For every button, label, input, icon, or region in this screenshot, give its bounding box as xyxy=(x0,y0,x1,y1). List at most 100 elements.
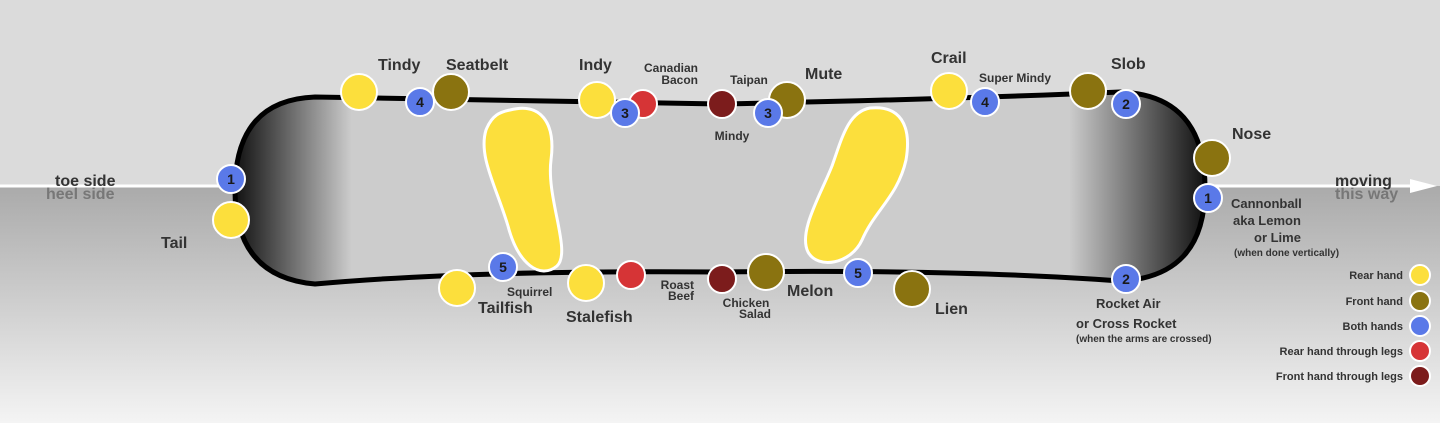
grab-label: Melon xyxy=(787,283,833,300)
grab-super-mindy: 4 Super Mindy xyxy=(970,71,1051,117)
grab-marker-rear-hand xyxy=(438,269,476,307)
legend-swatch xyxy=(1409,264,1431,286)
grab-label-line-1: Cannonball xyxy=(1231,196,1302,211)
front-foot-icon xyxy=(804,106,909,264)
grab-melon: Melon xyxy=(747,253,833,300)
grab-marker-both-hands xyxy=(1111,89,1141,119)
grab-label-line-3: or Lime xyxy=(1254,230,1301,245)
grab-marker-front-hand-through-legs xyxy=(707,89,737,119)
grab-tindy-number: 4 xyxy=(405,87,435,117)
legend-swatch xyxy=(1409,290,1431,312)
grab-number: 3 xyxy=(764,105,772,121)
grab-chicken-salad: Chicken Salad xyxy=(707,264,771,321)
grab-label: Lien xyxy=(935,301,968,318)
grab-label: Seatbelt xyxy=(446,57,509,74)
grab-roast-beef: Roast Beef xyxy=(616,260,695,303)
grab-marker-both-hands xyxy=(405,87,435,117)
legend-label: Both hands xyxy=(1343,321,1404,333)
grab-marker-rear-hand xyxy=(930,72,968,110)
grab-label-line-2: or Cross Rocket xyxy=(1076,316,1177,331)
grab-marker-front-hand xyxy=(747,253,785,291)
grab-number: 3 xyxy=(621,105,629,121)
grab-number: 1 xyxy=(227,171,235,187)
grab-rocket-air: 2 Rocket Air or Cross Rocket (when the a… xyxy=(1076,264,1212,345)
legend-swatch xyxy=(1409,315,1431,337)
grab-mindy: 3 Mindy xyxy=(715,98,783,143)
grab-markers: Tindy 4 Seatbelt Indy Canadian Bacon 3 T… xyxy=(161,50,1339,345)
grab-tail: Tail xyxy=(161,201,250,252)
arrow-right-icon xyxy=(1410,179,1437,193)
grab-tail-number: 1 xyxy=(216,164,246,194)
grab-label: Tailfish xyxy=(478,300,533,317)
grab-number: 5 xyxy=(499,259,507,275)
grab-marker-both-hands xyxy=(1111,264,1141,294)
grab-label-line-1: Roast xyxy=(661,278,694,292)
legend: Rear hand Front hand Both hands Rear han… xyxy=(1276,264,1431,387)
grab-label-line-2: Beef xyxy=(668,289,695,303)
grab-marker-front-hand xyxy=(432,73,470,111)
grab-number: 4 xyxy=(416,94,424,110)
grab-label: Stalefish xyxy=(566,309,633,326)
grab-marker-rear-hand xyxy=(578,81,616,119)
grab-label-line-2: Bacon xyxy=(661,73,698,87)
grab-label: Tindy xyxy=(378,57,420,74)
grab-label-line-2: Salad xyxy=(739,307,771,321)
grab-canadian-bacon: Canadian Bacon xyxy=(628,61,698,119)
grab-marker-front-hand-through-legs xyxy=(707,264,737,294)
grab-number: 2 xyxy=(1122,271,1130,287)
grab-tailfish: Tailfish xyxy=(438,269,533,317)
grab-nose: Nose xyxy=(1193,126,1271,177)
grab-taipan: Taipan xyxy=(707,73,768,119)
legend-label: Rear hand through legs xyxy=(1280,346,1403,358)
legend-item-rear-hand: Rear hand xyxy=(1349,264,1431,286)
grab-melon-number: 5 xyxy=(843,258,873,288)
grab-note: (when the arms are crossed) xyxy=(1076,334,1212,345)
grab-label: Squirrel xyxy=(507,285,552,299)
grab-seatbelt: Seatbelt xyxy=(432,57,509,111)
grab-number: 1 xyxy=(1204,190,1212,206)
grab-marker-rear-hand-through-legs xyxy=(616,260,646,290)
grab-stalefish: Stalefish xyxy=(566,264,633,326)
grab-marker-rear-hand xyxy=(212,201,250,239)
grab-label: Mute xyxy=(805,66,842,83)
grab-label: Tail xyxy=(161,235,187,252)
grab-label: Indy xyxy=(579,57,612,74)
grab-marker-front-hand xyxy=(1193,139,1231,177)
snowboard xyxy=(232,89,1208,287)
grab-indy: Indy xyxy=(578,57,616,119)
legend-swatch xyxy=(1409,365,1431,387)
legend-item-both-hands: Both hands xyxy=(1343,315,1431,337)
grab-slob: Slob xyxy=(1069,56,1146,110)
grab-label-line-2: aka Lemon xyxy=(1233,213,1301,228)
legend-item-rear-hand-through-legs: Rear hand through legs xyxy=(1280,340,1431,362)
grab-marker-both-hands xyxy=(753,98,783,128)
grab-note: (when done vertically) xyxy=(1234,248,1339,259)
grab-marker-both-hands xyxy=(610,98,640,128)
grab-marker-rear-hand xyxy=(340,73,378,111)
grab-marker-front-hand xyxy=(893,270,931,308)
grab-slob-number: 2 xyxy=(1111,89,1141,119)
grab-label-line-1: Rocket Air xyxy=(1096,296,1161,311)
grab-indy-number: 3 xyxy=(610,98,640,128)
grab-lien: Lien xyxy=(893,270,968,318)
grab-marker-both-hands xyxy=(488,252,518,282)
grab-marker-rear-hand xyxy=(567,264,605,302)
heel-side-label: heel side xyxy=(46,186,115,203)
rear-foot-icon xyxy=(482,106,564,273)
legend-label: Rear hand xyxy=(1349,270,1403,282)
grab-marker-both-hands xyxy=(843,258,873,288)
grab-squirrel: 5 Squirrel xyxy=(488,252,552,299)
grab-marker-front-hand xyxy=(1069,72,1107,110)
grab-label: Slob xyxy=(1111,56,1146,73)
grab-crail: Crail xyxy=(930,50,968,110)
grab-label: Crail xyxy=(931,50,967,67)
grab-label-line-1: Canadian xyxy=(644,61,698,75)
grab-label: Mindy xyxy=(715,129,750,143)
grab-label-line-1: Chicken xyxy=(723,296,770,310)
grab-marker-both-hands xyxy=(970,87,1000,117)
legend-swatch xyxy=(1409,340,1431,362)
grab-label: Nose xyxy=(1232,126,1271,143)
grab-label: Taipan xyxy=(730,73,768,87)
